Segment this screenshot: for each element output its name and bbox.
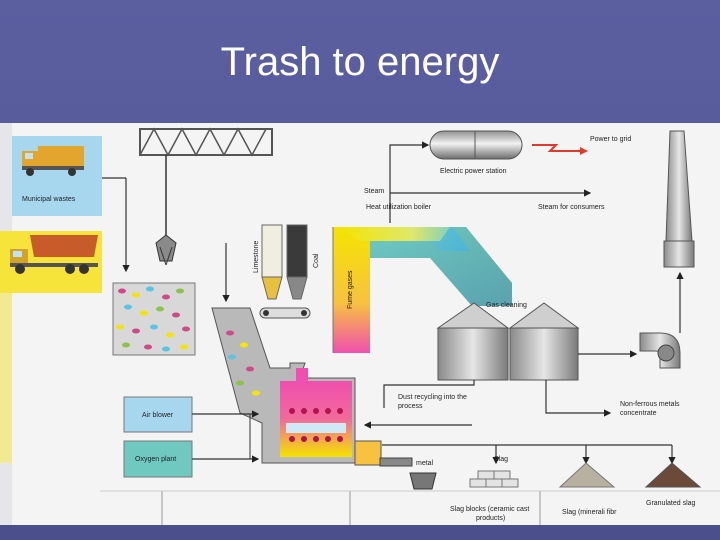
chimney-stack bbox=[663, 130, 695, 268]
granulated-slag-label: Granulated slag bbox=[646, 500, 696, 507]
dump-truck-icon bbox=[10, 235, 98, 274]
power-to-grid-label: Power to grid bbox=[590, 136, 631, 143]
crane-gantry bbox=[139, 127, 273, 266]
power-arrow bbox=[532, 144, 588, 155]
municipal-wastes-label: Municipal wastes bbox=[22, 196, 76, 203]
air-blower-box: Air blower bbox=[123, 396, 193, 433]
slag-blocks bbox=[469, 470, 519, 488]
electric-power-station-label: Electric power station bbox=[440, 168, 507, 175]
heat-utilization-boiler-label: Heat utilization boiler bbox=[366, 204, 432, 211]
limestone-silo bbox=[261, 224, 283, 300]
slide-title: Trash to energy bbox=[220, 40, 500, 84]
limestone-label: Limestone bbox=[253, 241, 260, 273]
metal-label: metal bbox=[416, 460, 434, 467]
dust-recycling-label-line2: process bbox=[398, 403, 423, 410]
non-ferrous-label-line2: concentrate bbox=[620, 410, 657, 417]
fume-gas-duct bbox=[332, 227, 512, 353]
oxygen-plant-label: Oxygen plant bbox=[135, 456, 176, 463]
municipal-wastes-panel: Municipal wastes bbox=[12, 136, 102, 216]
coal-label: Coal bbox=[313, 253, 320, 268]
furnace bbox=[211, 307, 382, 466]
slag-label: Slag bbox=[494, 456, 508, 463]
electric-power-station bbox=[429, 130, 523, 160]
fume-gases-label: Fume gases bbox=[347, 270, 354, 309]
slag-mineral-fibre-label: Slag (minerali fibr bbox=[562, 509, 617, 516]
granulated-slag-pile bbox=[644, 462, 702, 488]
steam-for-consumers-label: Steam for consumers bbox=[538, 204, 605, 211]
waste-bunker bbox=[112, 282, 196, 356]
non-ferrous-label-line1: Non-ferrous metals bbox=[620, 401, 680, 408]
gas-cleaning-label: Gas cleaning bbox=[486, 302, 527, 309]
dust-recycling-label-line1: Dust recycling into the bbox=[398, 394, 467, 401]
dump-truck-panel bbox=[0, 231, 102, 293]
air-blower-label: Air blower bbox=[142, 412, 174, 419]
steam-label: Steam bbox=[364, 188, 384, 195]
slag-mineral-fibre-pile bbox=[558, 462, 616, 488]
slag-blocks-label-line1: Slag blocks (ceramic cast bbox=[450, 506, 529, 513]
oxygen-plant-box: Oxygen plant bbox=[123, 440, 193, 478]
elbow-duct bbox=[639, 332, 681, 369]
process-diagram: Municipal wastes bbox=[0, 123, 720, 525]
bottom-band bbox=[0, 525, 720, 540]
coal-silo bbox=[286, 224, 308, 300]
slag-blocks-label-line2: products) bbox=[476, 515, 505, 522]
gas-cleaning-units bbox=[436, 302, 580, 381]
garbage-truck-icon bbox=[22, 146, 84, 176]
